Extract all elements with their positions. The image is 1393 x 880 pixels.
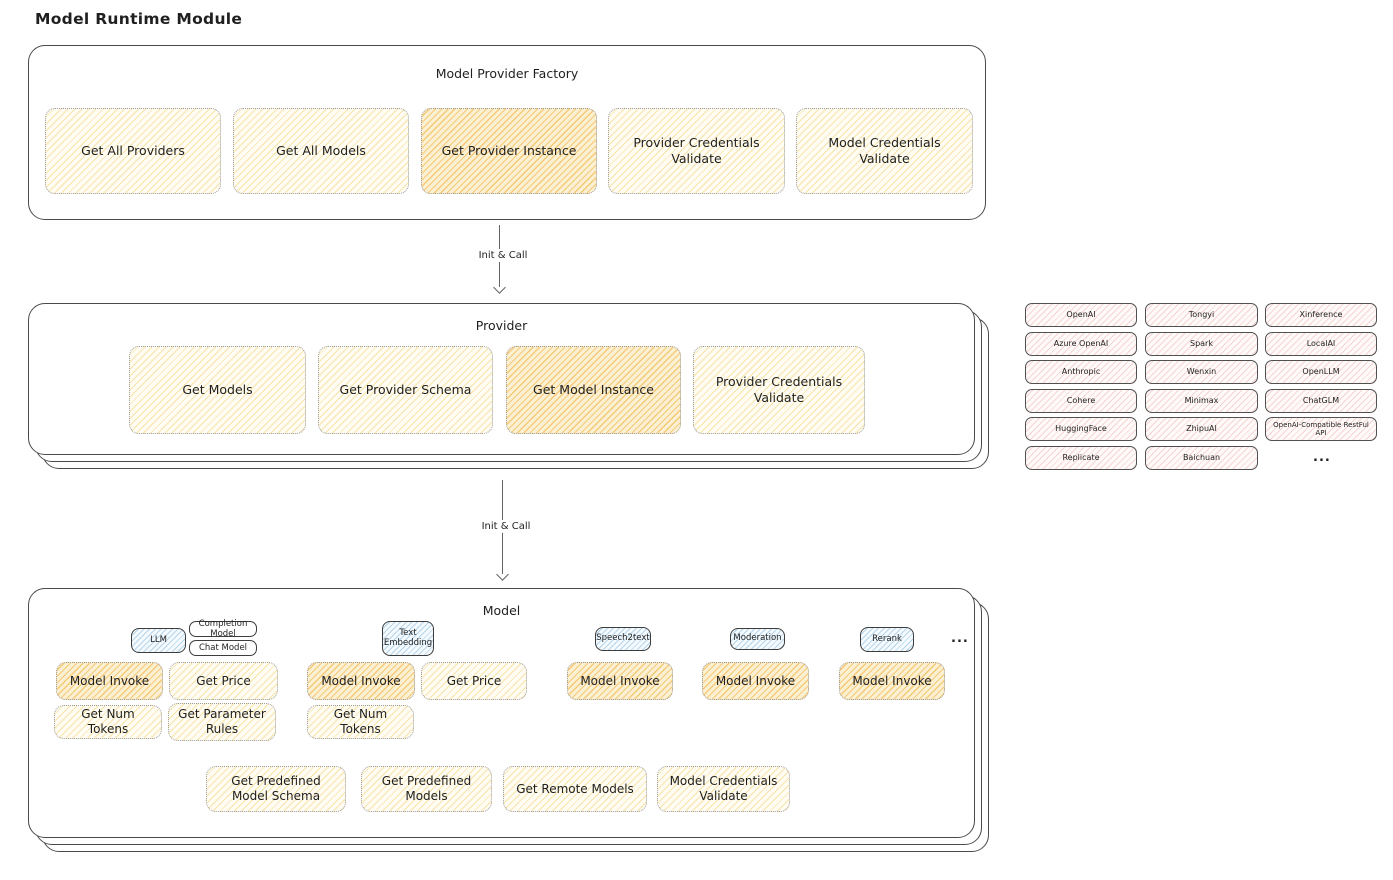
tag-rerank: Rerank <box>860 627 914 652</box>
node-get-all-providers: Get All Providers <box>45 108 221 194</box>
provider-chip-replicate: Replicate <box>1025 446 1137 470</box>
node-model-invoke-llm: Model Invoke <box>56 662 163 700</box>
node-provider-credentials-validate-2: Provider Credentials Validate <box>693 346 865 434</box>
node-model-invoke-speech2text: Model Invoke <box>567 662 673 700</box>
provider-chip-wenxin: Wenxin <box>1145 360 1258 384</box>
tag-moderation: Moderation <box>730 628 785 650</box>
node-get-models: Get Models <box>129 346 306 434</box>
node-get-predefined-model-schema: Get Predefined Model Schema <box>206 766 346 812</box>
provider-chip-localai: LocalAI <box>1265 332 1377 356</box>
node-model-invoke-rerank: Model Invoke <box>839 662 945 700</box>
provider-chip-spark: Spark <box>1145 332 1258 356</box>
provider-chip-openllm: OpenLLM <box>1265 360 1377 384</box>
arrow-head-icon <box>493 281 506 294</box>
arrow-label-init-call-1: Init & Call <box>458 249 548 262</box>
tag-llm: LLM <box>131 628 186 653</box>
provider-chip-tongyi: Tongyi <box>1145 303 1258 327</box>
node-get-remote-models: Get Remote Models <box>503 766 647 812</box>
node-provider-credentials-validate: Provider Credentials Validate <box>608 108 785 194</box>
provider-chip-chatglm: ChatGLM <box>1265 389 1377 413</box>
node-model-credentials-validate-2: Model Credentials Validate <box>657 766 790 812</box>
tag-text-embedding: Text Embedding <box>382 621 434 656</box>
provider-chip-azure-openai: Azure OpenAI <box>1025 332 1137 356</box>
provider-chip-openai: OpenAI <box>1025 303 1137 327</box>
node-get-num-tokens-text-embedding: Get Num Tokens <box>307 705 414 739</box>
node-get-price-llm: Get Price <box>169 662 278 700</box>
arrow-label-init-call-2: Init & Call <box>461 520 551 533</box>
tag-speech2text: Speech2text <box>595 627 651 651</box>
provider-chip-minimax: Minimax <box>1145 389 1258 413</box>
provider-chip-huggingface: HuggingFace <box>1025 417 1137 441</box>
arrow-head-icon-2 <box>496 568 509 581</box>
node-model-credentials-validate: Model Credentials Validate <box>796 108 973 194</box>
page-title: Model Runtime Module <box>35 10 243 28</box>
tag-completion-model: Completion Model <box>189 619 257 639</box>
node-get-provider-instance: Get Provider Instance <box>421 108 597 194</box>
factory-box: Model Provider Factory Get All Providers… <box>28 45 986 220</box>
model-box-title: Model <box>482 603 521 618</box>
tag-chat-model: Chat Model <box>189 640 257 656</box>
node-get-model-instance: Get Model Instance <box>506 346 681 434</box>
provider-chip-zhipuai: ZhipuAI <box>1145 417 1258 441</box>
node-get-parameter-rules: Get Parameter Rules <box>168 703 276 741</box>
provider-box-title: Provider <box>475 318 528 333</box>
node-get-predefined-models: Get Predefined Models <box>361 766 492 812</box>
providers-more-ellipsis: ... <box>1313 450 1331 465</box>
tags-more-ellipsis: ... <box>951 631 969 646</box>
node-model-invoke-text-embedding: Model Invoke <box>307 662 415 700</box>
node-get-all-models: Get All Models <box>233 108 409 194</box>
model-box: Model LLM Completion Model Chat Model Te… <box>28 588 975 838</box>
provider-chip-xinference: Xinference <box>1265 303 1377 327</box>
provider-chip-cohere: Cohere <box>1025 389 1137 413</box>
node-model-invoke-moderation: Model Invoke <box>702 662 809 700</box>
node-get-price-text-embedding: Get Price <box>421 662 527 700</box>
node-get-num-tokens-llm: Get Num Tokens <box>54 705 162 739</box>
factory-box-title: Model Provider Factory <box>435 66 579 81</box>
provider-box: Provider Get Models Get Provider Schema … <box>28 303 975 455</box>
provider-chip-baichuan: Baichuan <box>1145 446 1258 470</box>
provider-chip-openai-compatible: OpenAI-Compatible RestFul API <box>1265 417 1377 441</box>
node-get-provider-schema: Get Provider Schema <box>318 346 493 434</box>
provider-chip-anthropic: Anthropic <box>1025 360 1137 384</box>
